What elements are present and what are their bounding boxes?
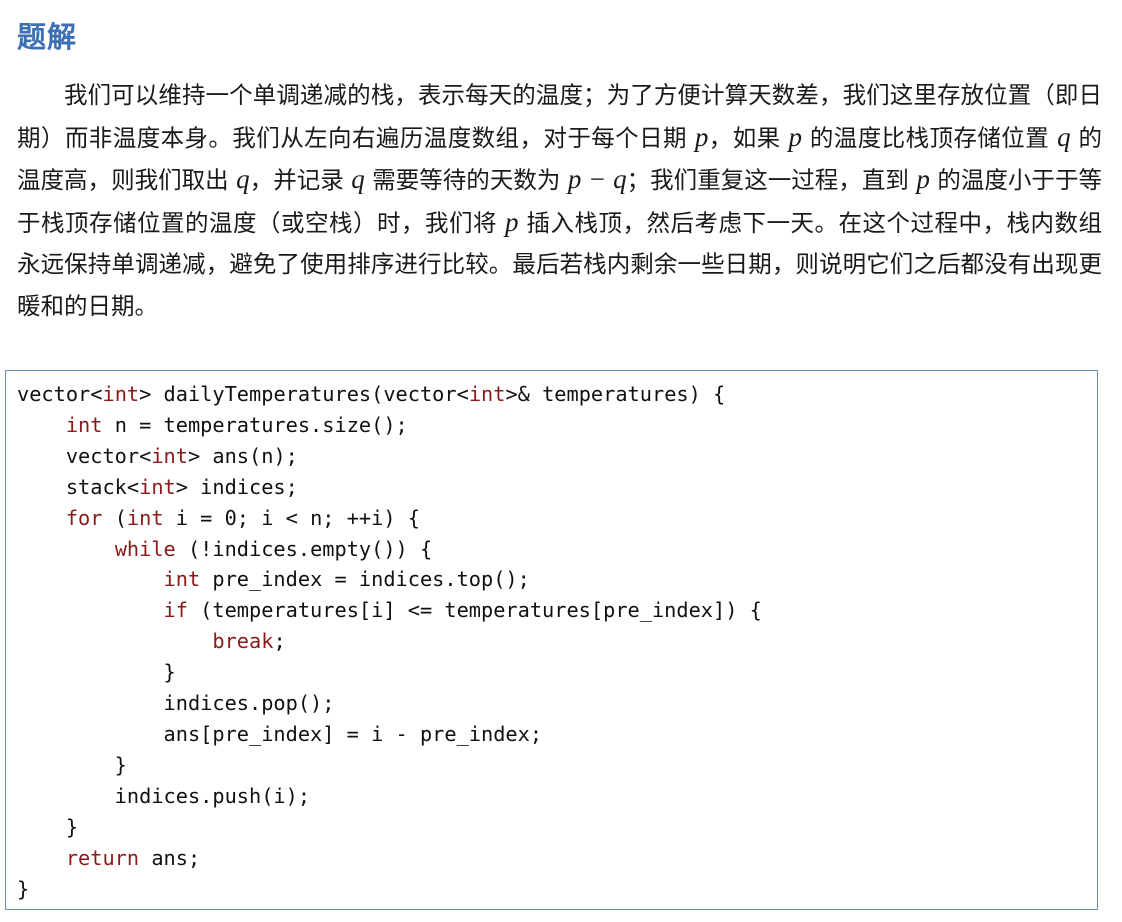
code-line: ans[pre_index] = i - pre_index;: [17, 719, 1097, 750]
code-keyword: int: [163, 567, 201, 592]
math-variable: q: [351, 164, 365, 194]
code-line: }: [17, 750, 1097, 781]
paragraph-text: 的温度小于于等于栈顶存储位置的温度（或空栈）时，我们将: [17, 166, 1102, 237]
code-line: int pre_index = indices.top();: [17, 564, 1097, 595]
code-line: }: [17, 874, 1097, 905]
code-token: [17, 629, 212, 653]
code-token: }: [17, 660, 176, 685]
code-keyword: int: [102, 382, 140, 406]
math-variable: p: [916, 164, 930, 194]
code-token: [17, 506, 66, 530]
code-token: vector<: [17, 382, 103, 406]
code-line: vector<int> dailyTemperatures(vector<int…: [17, 379, 1097, 410]
code-line: break;: [17, 626, 1097, 657]
math-variable: q: [236, 164, 250, 194]
code-keyword: if: [163, 598, 188, 623]
paragraph-text: 插入栈顶，然后考虑下一天。在这个过程中，栈内数组永远保持单调递减，避免了使用排序…: [17, 208, 1102, 320]
code-token: pre_index = indices.top();: [200, 567, 530, 592]
code-line: return ans;: [17, 843, 1097, 874]
explanation-paragraph: 我们可以维持一个单调递减的栈，表示每天的温度；为了方便计算天数差，我们这里存放位…: [17, 75, 1102, 327]
math-variable: p: [504, 206, 519, 237]
code-line: vector<int> ans(n);: [17, 441, 1097, 472]
code-token: indices.push(i);: [17, 783, 311, 808]
math-variable: q: [1057, 121, 1071, 152]
code-keyword: int: [126, 505, 164, 530]
code-keyword: break: [212, 629, 274, 654]
code-keyword: int: [139, 474, 176, 499]
code-line: int n = temperatures.size();: [17, 410, 1097, 441]
paragraph-text: ，如果: [708, 123, 789, 152]
math-variable: p: [788, 121, 802, 152]
code-token: n = temperatures.size();: [102, 412, 408, 437]
code-token: [17, 567, 164, 591]
code-token: > ans(n);: [187, 443, 298, 468]
math-variable: p − q: [567, 164, 627, 194]
code-token: (!indices.empty()) {: [175, 536, 433, 561]
code-token: [17, 537, 115, 561]
code-token: indices.pop();: [17, 691, 335, 716]
code-keyword: int: [468, 382, 506, 406]
code-keyword: return: [65, 845, 140, 870]
math-variable: p: [694, 121, 709, 152]
code-token: > dailyTemperatures(vector<: [139, 382, 469, 406]
code-keyword: int: [65, 412, 103, 437]
code-token: >& temperatures) {: [505, 382, 726, 406]
code-token: }: [17, 752, 127, 777]
code-token: (: [102, 505, 127, 530]
code-token: ans;: [139, 845, 201, 870]
code-keyword: int: [151, 443, 188, 468]
code-token: [17, 846, 66, 870]
code-token: (temperatures[i] <= temperatures[pre_ind…: [187, 598, 762, 623]
code-line: indices.pop();: [17, 688, 1097, 719]
code-line: }: [17, 657, 1097, 688]
code-line: }: [17, 812, 1097, 843]
paragraph-text: 的温度比栈顶存储位置: [801, 123, 1058, 152]
code-token: i = 0; i < n; ++i) {: [163, 505, 420, 530]
paragraph-text: 需要等待的天数为: [364, 166, 568, 194]
code-block: vector<int> dailyTemperatures(vector<int…: [5, 370, 1098, 910]
code-token: vector<: [17, 443, 152, 468]
paragraph-text: 我们可以维持一个单调递减的栈，表示每天的温度；为了方便计算天数差，我们这里存放位…: [17, 81, 1102, 152]
code-line: while (!indices.empty()) {: [17, 534, 1097, 565]
code-token: ;: [273, 629, 286, 654]
paragraph-text: 的温度高，则我们取出: [17, 123, 1102, 195]
code-keyword: for: [65, 505, 103, 530]
code-token: stack<: [17, 474, 140, 499]
paragraph-text: ；我们重复这一过程，直到: [626, 166, 917, 194]
code-line: stack<int> indices;: [17, 472, 1097, 503]
code-token: ans[pre_index] = i - pre_index;: [17, 721, 543, 746]
code-token: [17, 598, 164, 622]
code-line: if (temperatures[i] <= temperatures[pre_…: [17, 595, 1097, 626]
code-line: for (int i = 0; i < n; ++i) {: [17, 503, 1097, 534]
code-token: [17, 413, 66, 437]
code-keyword: while: [114, 536, 176, 561]
code-line: indices.push(i);: [17, 781, 1097, 812]
code-token: }: [17, 876, 30, 901]
paragraph-text: ，并记录: [249, 166, 352, 194]
code-listing: vector<int> dailyTemperatures(vector<int…: [6, 371, 1097, 904]
section-heading: 题解: [17, 20, 78, 54]
code-token: > indices;: [175, 474, 298, 499]
code-token: }: [17, 814, 79, 839]
